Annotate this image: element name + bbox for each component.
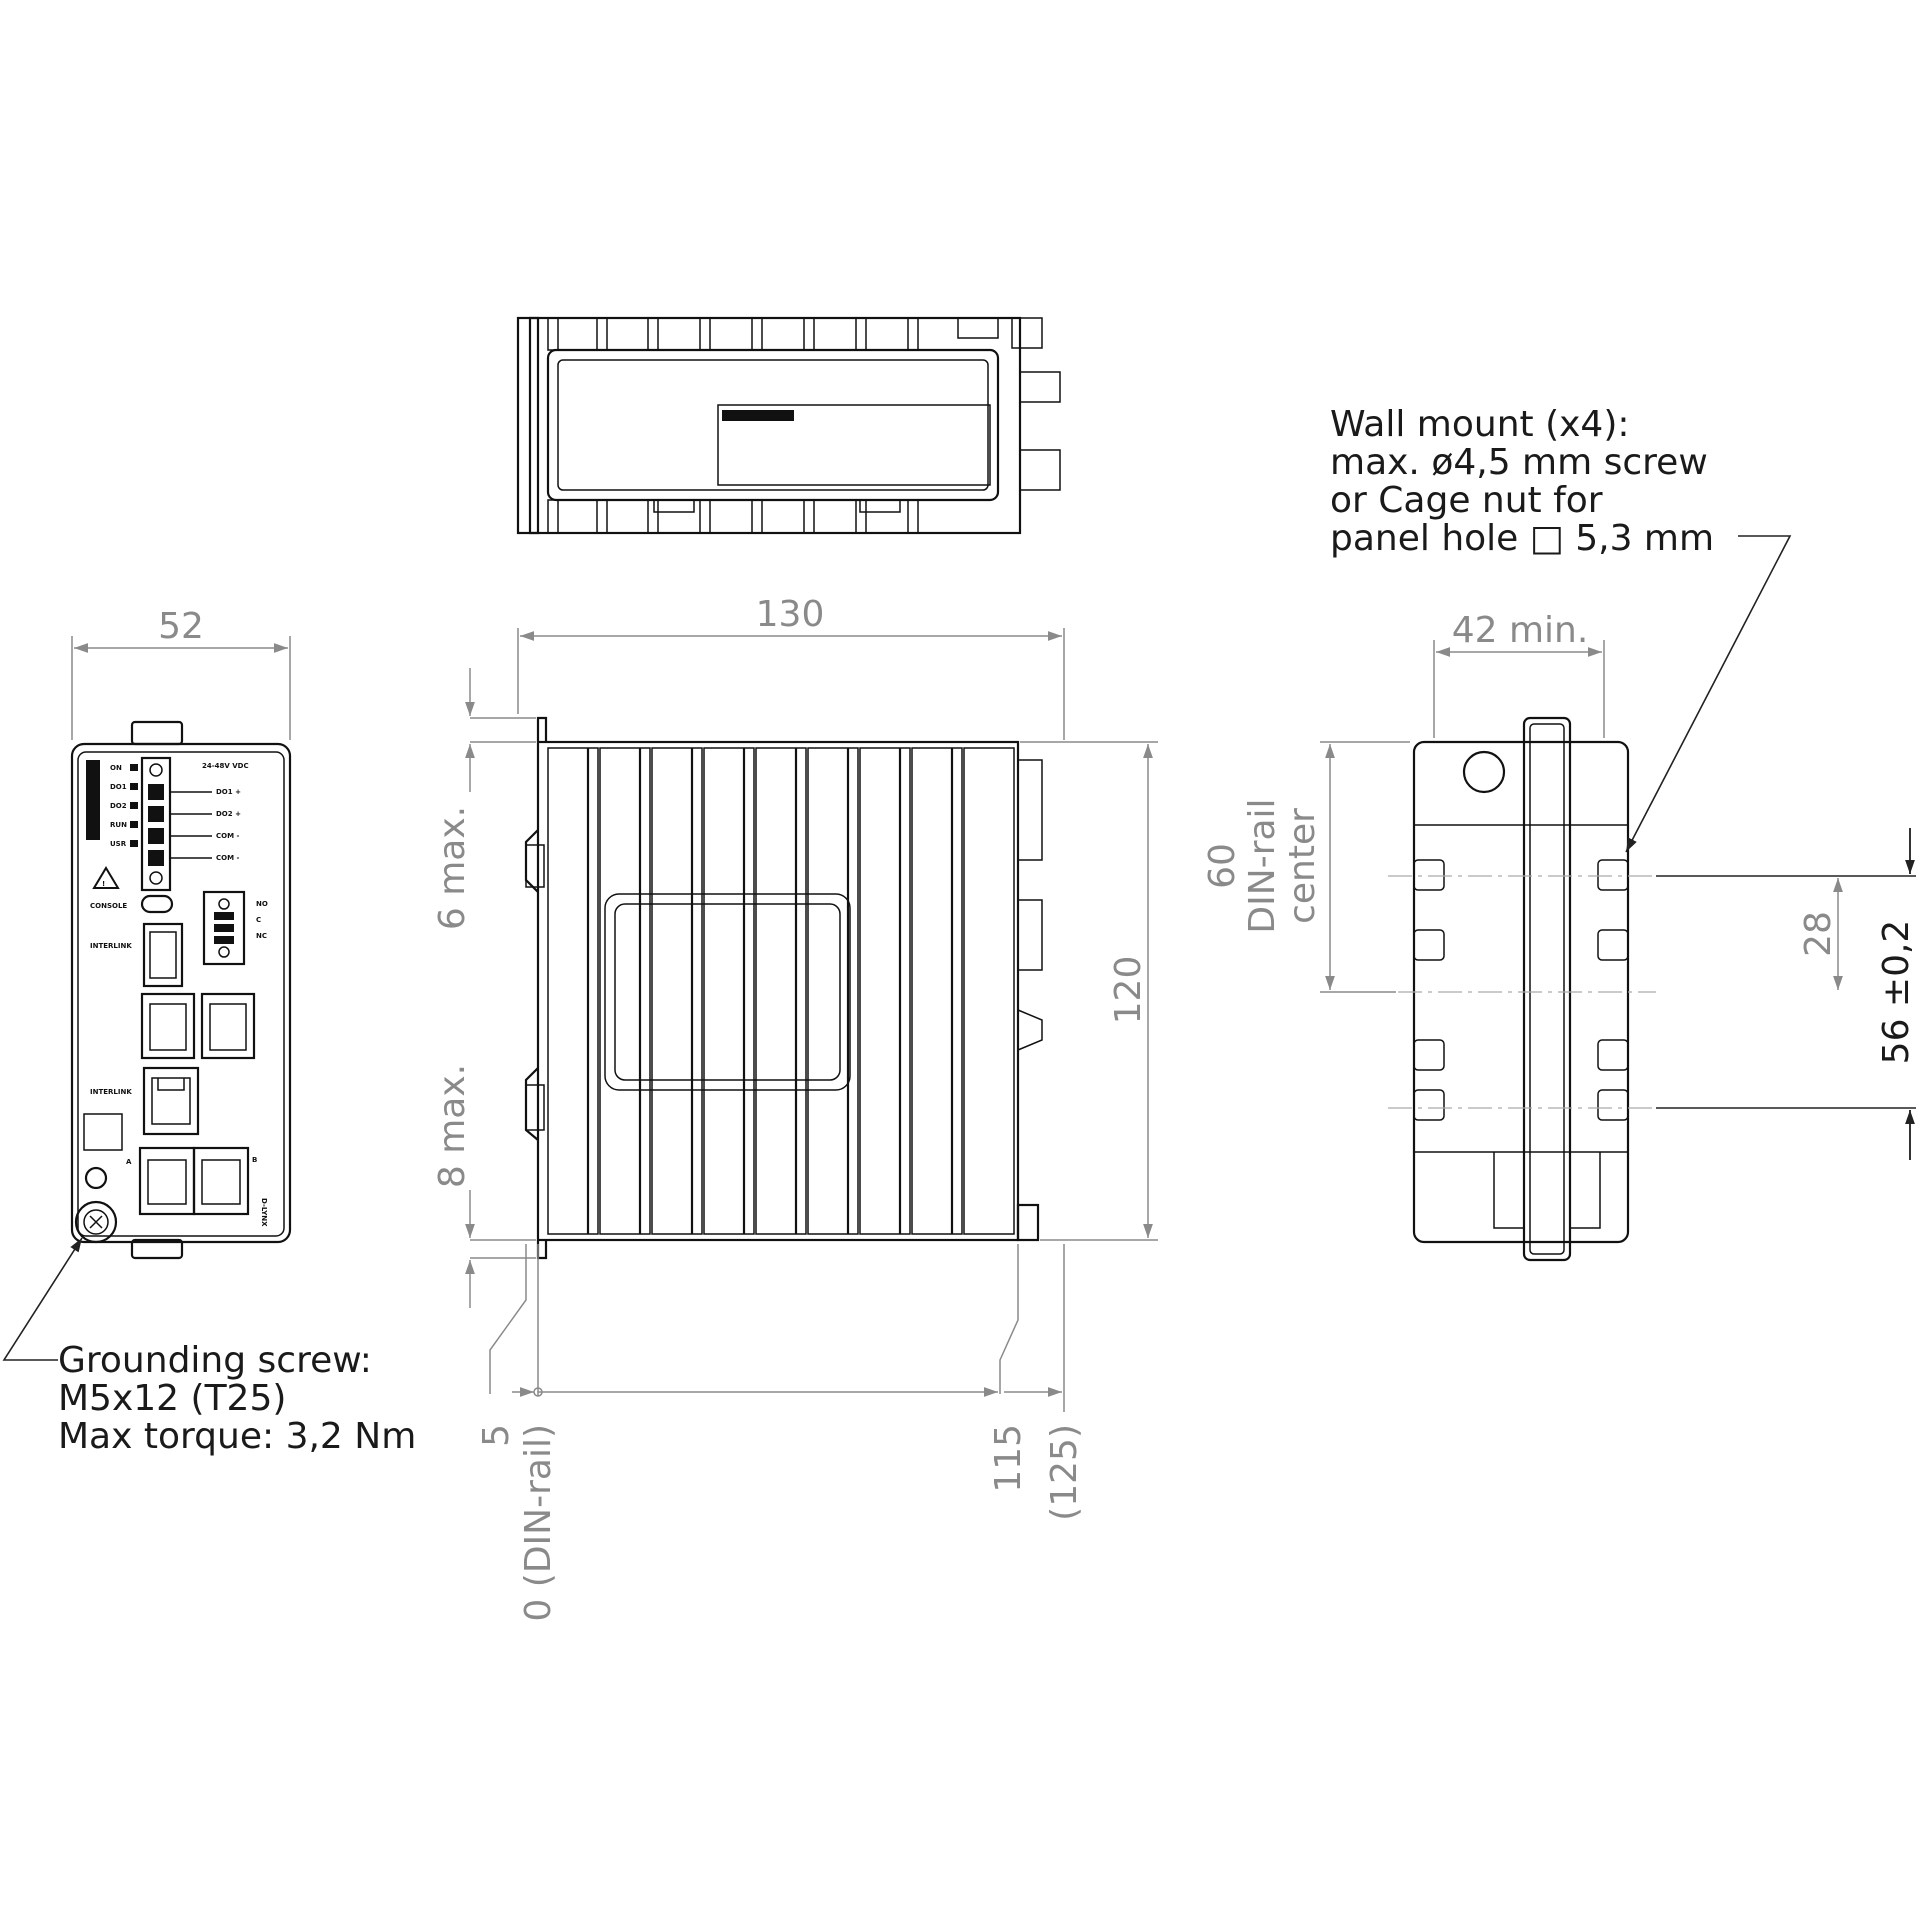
reset-button xyxy=(84,1166,108,1190)
brand-label: D-LYNX xyxy=(260,1198,268,1227)
wall-mount-line3: or Cage nut for xyxy=(1330,480,1603,521)
dim-width-front-label: 52 xyxy=(158,606,204,647)
dim-mount-width: 42 min. xyxy=(1433,610,1605,738)
top-view xyxy=(516,316,1061,535)
power-header-label: 24-48V VDC xyxy=(202,762,249,770)
grounding-screw-icon xyxy=(74,1200,118,1244)
dim-top-offset-label: 6 max. xyxy=(432,806,473,930)
warning-icon xyxy=(92,866,120,889)
dim-hole-pitch-label: 56 ±0,2 xyxy=(1876,920,1917,1065)
dim-din-rail-center: 60 DIN-rail center xyxy=(1202,741,1410,993)
dim-top-bottom-offsets: 6 max. 8 max. xyxy=(432,668,536,1308)
led-label-do1: DO1 xyxy=(110,783,127,791)
wall-mount-line4: panel hole □ 5,3 mm xyxy=(1330,518,1714,559)
console-label: CONSOLE xyxy=(90,902,127,910)
relay-label-c: C xyxy=(256,916,261,924)
rear-view xyxy=(1388,716,1656,1262)
port-b-label: B xyxy=(252,1156,257,1164)
relay-label-nc: NC xyxy=(256,932,267,940)
wall-mount-line1: Wall mount (x4): xyxy=(1330,404,1630,445)
terminal-label-do2: DO2 + xyxy=(216,810,241,818)
dim-hole-spacing-label: 28 xyxy=(1798,911,1839,957)
dim-din-center-value: 60 xyxy=(1202,843,1243,889)
dim-length: 130 xyxy=(517,594,1065,740)
grounding-line3: Max torque: 3,2 Nm xyxy=(58,1416,416,1457)
rear-mount-hole xyxy=(1462,750,1506,794)
dim-front-width: 52 xyxy=(71,606,291,740)
dim-mount-width-label: 42 min. xyxy=(1452,610,1589,651)
led-label-usr: USR xyxy=(110,840,127,848)
terminal-label-com2: COM - xyxy=(216,854,239,862)
side-view xyxy=(524,716,1043,1260)
dim-depth-offset-label: 5 xyxy=(476,1424,517,1447)
side-connectors xyxy=(1016,759,1043,1242)
interlink-top-label: INTERLINK xyxy=(90,942,132,950)
dim-depth-origin-label: 0 (DIN-rail) xyxy=(518,1424,559,1622)
relay-terminal: NO C NC xyxy=(202,890,268,966)
rj45-port-b xyxy=(192,1146,250,1216)
rear-slots xyxy=(1413,859,1629,1121)
front-label-strip xyxy=(86,760,100,840)
dim-bottom-offset-label: 8 max. xyxy=(432,1064,473,1188)
led-label-do2: DO2 xyxy=(110,802,127,810)
din-rail-clip xyxy=(524,829,545,1141)
sfp-port-a xyxy=(140,992,196,1060)
console-port xyxy=(140,894,174,914)
dim-din-center-label1: DIN-rail xyxy=(1242,798,1283,933)
terminal-label-com1: COM - xyxy=(216,832,239,840)
grounding-line2: M5x12 (T25) xyxy=(58,1378,286,1419)
dim-hole-pitch: 56 ±0,2 xyxy=(1656,828,1917,1160)
dim-height-label: 120 xyxy=(1108,956,1149,1025)
power-terminal-block: 24-48V VDC DO1 + DO2 + COM - COM - xyxy=(140,756,249,892)
svg-text:!: ! xyxy=(102,880,105,888)
relay-label-no: NO xyxy=(256,900,268,908)
interlink-bottom-label: INTERLINK xyxy=(90,1088,132,1096)
terminal-label-do1: DO1 + xyxy=(216,788,241,796)
led-label-on: ON xyxy=(110,764,122,772)
dim-din-center-label2: center xyxy=(1282,808,1323,924)
rj45-port-interlink xyxy=(142,1066,200,1136)
sfp-port-interlink xyxy=(142,922,184,988)
grounding-line1: Grounding screw: xyxy=(58,1340,372,1381)
led-column: ON DO1 DO2 RUN USR xyxy=(110,764,138,848)
sfp-port-b xyxy=(200,992,256,1060)
port-a-label: A xyxy=(126,1158,132,1166)
led-label-run: RUN xyxy=(110,821,127,829)
dim-height: 120 xyxy=(1020,741,1158,1241)
front-label-box xyxy=(83,1113,123,1151)
wall-mount-line2: max. ø4,5 mm screw xyxy=(1330,442,1708,483)
wall-mount-note: Wall mount (x4): max. ø4,5 mm screw or C… xyxy=(1330,404,1792,853)
dim-hole-spacing: 28 xyxy=(1798,878,1843,990)
dim-depth: 5 0 (DIN-rail) 115 (125) xyxy=(476,1244,1085,1622)
dim-depth-115-label: 115 xyxy=(988,1424,1029,1493)
dim-length-label: 130 xyxy=(756,594,825,635)
dim-depth-125-label: (125) xyxy=(1044,1424,1085,1521)
grounding-note: Grounding screw: M5x12 (T25) Max torque:… xyxy=(2,1237,416,1457)
front-view: ON DO1 DO2 RUN USR 24-48V VDC DO1 + DO2 … xyxy=(70,720,292,1260)
